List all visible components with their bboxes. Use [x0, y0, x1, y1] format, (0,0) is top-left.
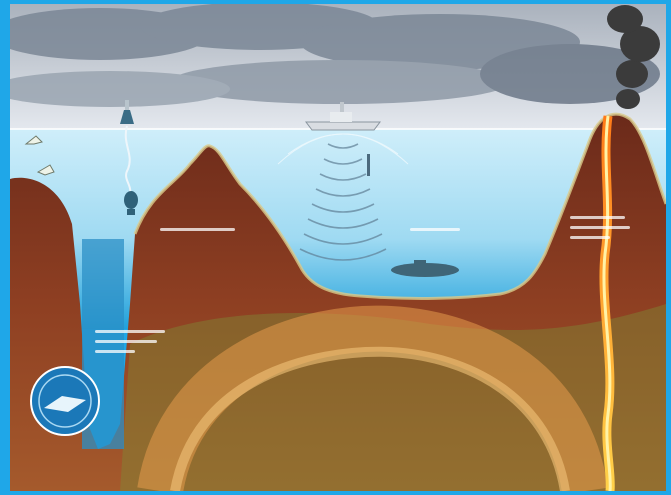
buoy-icon — [120, 100, 134, 124]
ship-icon — [305, 102, 381, 131]
seabed-rock — [10, 114, 666, 491]
submarine-icon — [391, 260, 459, 277]
sonar-waves-icon — [299, 143, 387, 261]
bird-icon — [24, 135, 55, 176]
ocean-cross-section-diagram — [10, 4, 666, 491]
volcano-smoke-icon — [607, 5, 660, 109]
mantle-arc-inner — [170, 346, 570, 491]
seafloor-outline — [133, 112, 666, 300]
sonar-arcs — [277, 133, 409, 165]
mantle-arc — [137, 305, 608, 491]
lava-flow-core — [602, 115, 612, 491]
storm-clouds — [10, 4, 660, 107]
diver-icon — [124, 191, 138, 215]
illegible-annotations — [95, 216, 630, 353]
tether-cable — [124, 125, 132, 195]
badge-icon — [30, 366, 100, 436]
sonar-probe — [367, 154, 370, 176]
